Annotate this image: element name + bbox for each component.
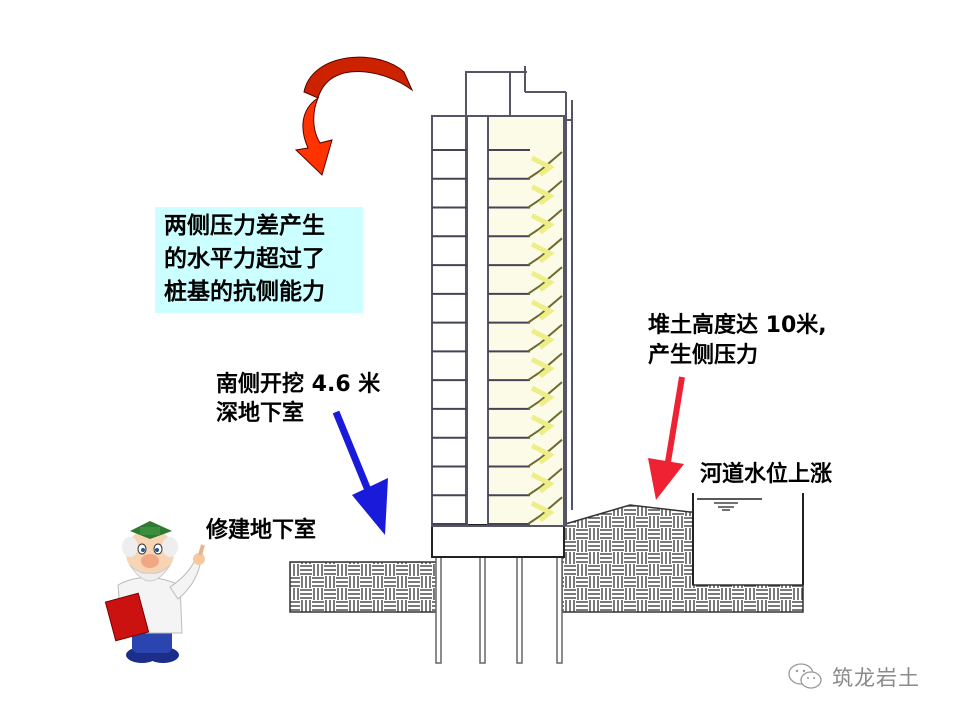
fill-height-label: 堆土高度达 10米, 产生侧压力 [648,313,827,368]
soil-left [289,561,439,613]
south-excavation-label: 南侧开挖 4.6 米 深地下室 [216,372,381,426]
callout-line-3: 桩基的抗侧能力 [164,279,325,305]
watermark: 筑龙岩土 [786,662,920,692]
floor-lines [432,149,530,525]
soil-right-fill [561,504,804,613]
blue-arrow-icon [332,410,388,535]
stair-flights [527,151,563,525]
wechat-icon [788,663,822,689]
river-channel [692,493,804,585]
pressure-difference-callout: 两侧压力差产生 的水平力超过了 桩基的抗侧能力 [155,207,363,313]
pile-foundations [435,556,563,664]
building-tower [431,66,573,527]
callout-line-2: 的水平力超过了 [164,246,325,272]
basement-slab [431,524,565,558]
professor-character-icon [104,521,205,663]
curved-arrow-icon [294,56,414,176]
callout-line-1: 两侧压力差产生 [164,213,325,239]
watermark-text: 筑龙岩土 [832,666,920,690]
build-basement-label: 修建地下室 [206,518,317,543]
river-level-label: 河道水位上涨 [700,462,833,487]
red-arrow-icon [648,376,685,500]
